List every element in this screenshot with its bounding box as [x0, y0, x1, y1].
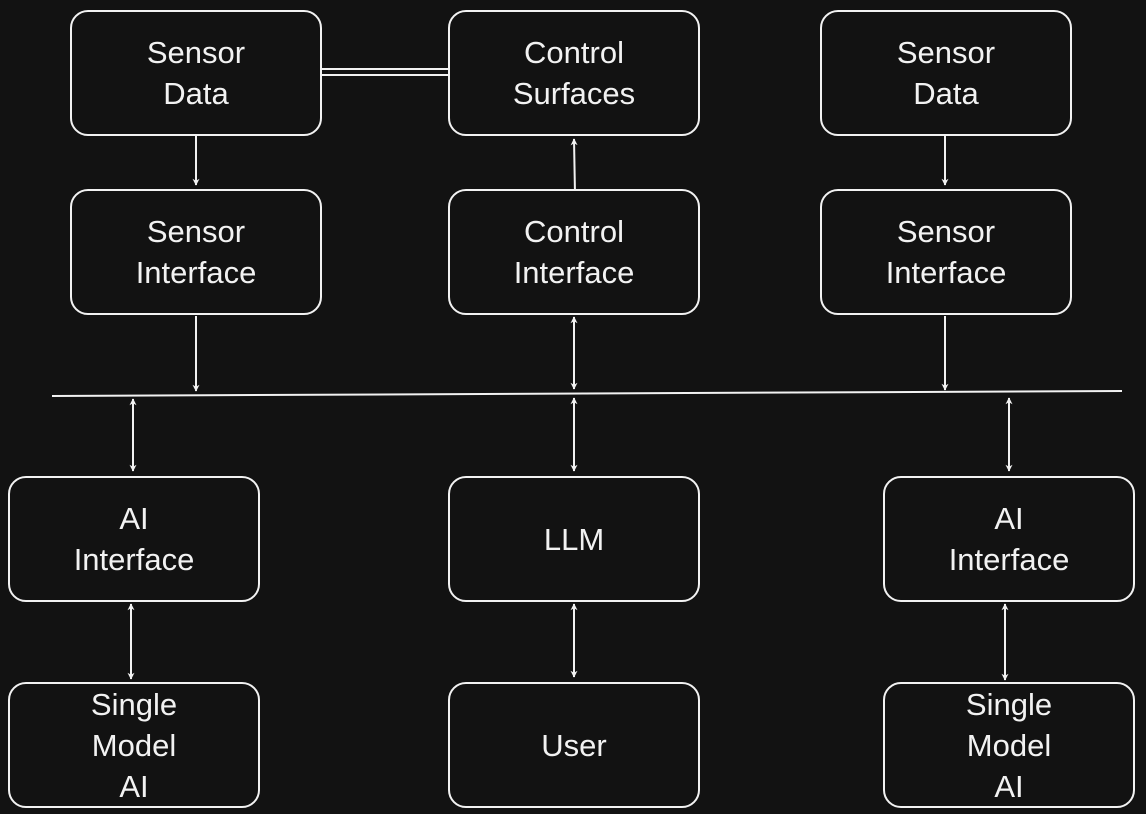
llm-box: LLM [448, 476, 700, 602]
node-label-line: Model [91, 727, 177, 763]
control-interface-box: Control Interface [448, 189, 700, 315]
ai-interface-right-box: AI Interface [883, 476, 1135, 602]
node-label-line: AI [119, 768, 149, 804]
sensor-data-right-box: Sensor Data [820, 10, 1072, 136]
node-label-line: Model [966, 727, 1052, 763]
bus-line [51, 390, 1123, 397]
node-label-line: LLM [543, 521, 605, 557]
node-label-line: Sensor [146, 214, 246, 249]
sensor-interface-right-box: Sensor Interface [820, 189, 1072, 315]
node-label-line: Surfaces [512, 76, 636, 111]
node-label-line: Sensor [896, 35, 996, 70]
node-label-line: Single [90, 686, 178, 722]
node-label-line: Sensor [146, 35, 246, 70]
node-label-line: AI [994, 768, 1024, 804]
node-label-line: Data [913, 76, 979, 111]
node-label-line: AI [994, 501, 1024, 536]
node-label-line: Control [524, 35, 624, 70]
arrow-control-interface-to-surfaces [570, 138, 578, 195]
node-label-line: Interface [513, 255, 635, 290]
control-surfaces-box: Control Surfaces [448, 10, 700, 136]
node-label-line: Interface [948, 542, 1070, 577]
node-label-line: Sensor [896, 214, 996, 249]
node-label-line: Interface [885, 255, 1007, 290]
node-label-line: AI [119, 501, 149, 536]
sensor-interface-left-box: Sensor Interface [70, 189, 322, 315]
node-label-line: Interface [73, 542, 195, 577]
ai-interface-left-box: AI Interface [8, 476, 260, 602]
node-label-line: User [541, 727, 607, 763]
node-label-line: Single [965, 686, 1053, 722]
node-label-line: Interface [135, 255, 257, 290]
user-box: User [448, 682, 700, 808]
sensor-data-left-box: Sensor Data [70, 10, 322, 136]
single-model-ai-left-box: Single Model AI [8, 682, 260, 808]
node-label-line: Data [163, 76, 229, 111]
node-label-line: Control [524, 214, 624, 249]
single-model-ai-right-box: Single Model AI [883, 682, 1135, 808]
